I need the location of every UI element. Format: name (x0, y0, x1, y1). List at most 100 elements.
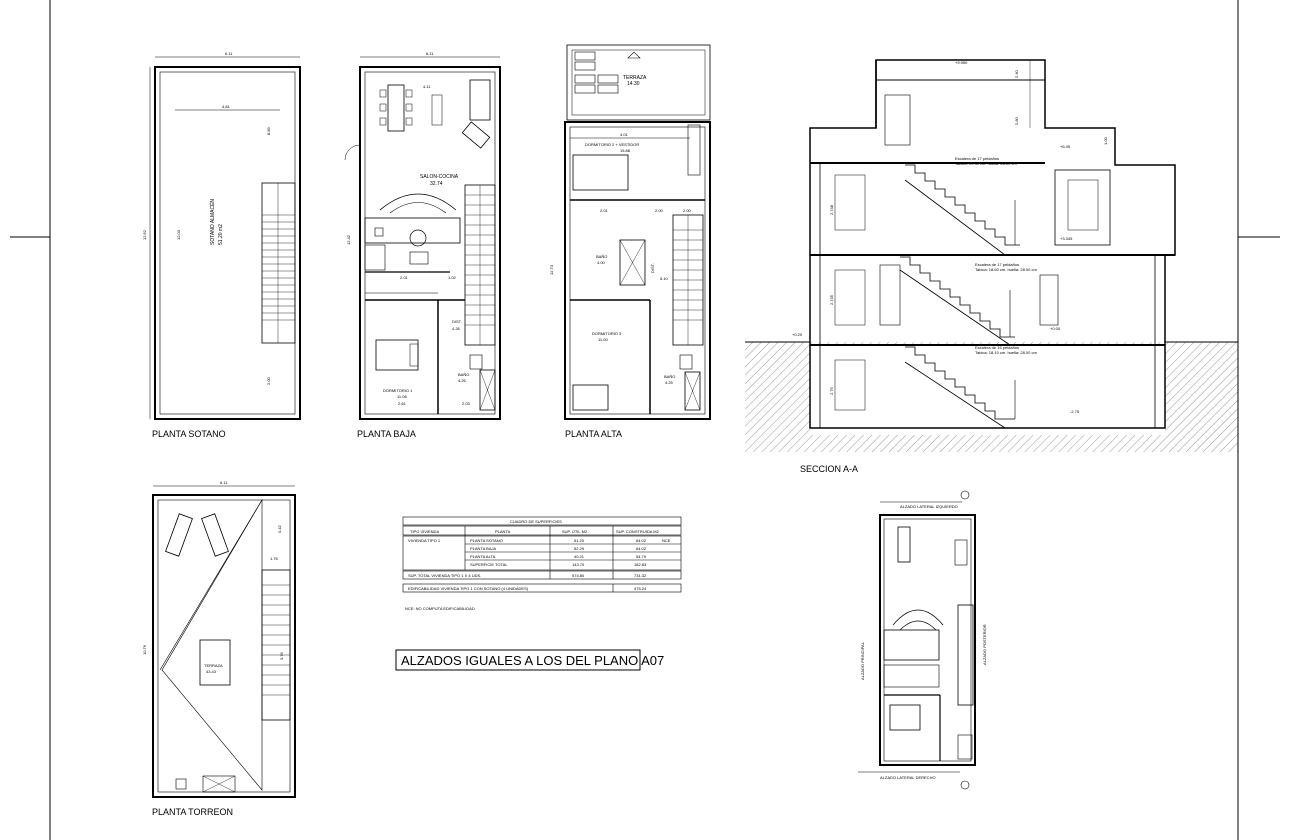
alta-dorm3-area: 11.00 (598, 337, 608, 342)
svg-text:PLANTA BAJA: PLANTA BAJA (470, 546, 496, 551)
svg-text:+6.49: +6.49 (1060, 144, 1071, 149)
svg-text:12.03: 12.03 (176, 229, 181, 240)
baja-salon-name: SALON-COCINA (420, 174, 459, 180)
alta-bano2-name: BAÑO (664, 374, 675, 379)
alta-bano1-name: BAÑO (596, 254, 607, 259)
svg-text:2.01: 2.01 (600, 208, 609, 213)
plan-alta: TERRAZA 14.30 4.01 DORMITORIO 2 + VESTID… (549, 44, 711, 439)
svg-text:2.745: 2.745 (829, 294, 834, 305)
alta-bano2-area: 4.25 (665, 380, 674, 385)
plan-torreon: 6.11 TERRAZA 43.43 1.76 0.42 3.76 10.76 … (142, 480, 296, 817)
svg-text:2.80: 2.80 (1014, 116, 1019, 125)
table-nce-note: NCE: NO COMPUTA EDIFICABILIDAD (405, 606, 475, 611)
alta-bano1-area: 4.00 (597, 260, 606, 265)
svg-text:1.00: 1.00 (1103, 136, 1108, 145)
svg-text:2.03: 2.03 (462, 401, 471, 406)
svg-text:731.32: 731.32 (634, 573, 647, 578)
svg-text:2.00: 2.00 (683, 208, 692, 213)
table-header-construida: SUP. CONSTRUIDA M2 (616, 529, 660, 534)
svg-text:2.00: 2.00 (655, 208, 664, 213)
svg-text:51.20: 51.20 (574, 538, 585, 543)
plan-baja-label: PLANTA BAJA (357, 429, 416, 439)
section-label: SECCION A-A (800, 464, 858, 474)
svg-text:Tabica: 19.30 cm. huella: 28.0: Tabica: 19.30 cm. huella: 28.00 cm (955, 161, 1017, 166)
svg-text:+3.345: +3.345 (1060, 236, 1073, 241)
alzados-note: ALZADOS IGUALES A LOS DEL PLANO A07 (401, 653, 664, 668)
alta-dorm2-name: DORMITORIO 2 + VESTIDOR (585, 142, 639, 147)
svg-text:10.76: 10.76 (142, 644, 147, 655)
svg-text:Tabica: 18.10 cm. huella: 28.0: Tabica: 18.10 cm. huella: 28.00 cm (975, 350, 1037, 355)
alta-terraza-area: 14.30 (627, 81, 640, 87)
table-type: VIVIENDA TIPO 1 (408, 538, 441, 543)
svg-text:2.01: 2.01 (400, 275, 409, 280)
table-header-util: SUP. ÚTIL M2 (562, 529, 588, 534)
sotano-room-name: SOTANO ALMACÉN (209, 199, 216, 245)
svg-text:3.76: 3.76 (279, 651, 284, 660)
stair-note-1: Escalera de 17 peldaños (955, 156, 999, 161)
svg-text:+9.950: +9.950 (955, 60, 968, 65)
svg-text:12.73: 12.73 (549, 264, 554, 275)
plan-sotano: 6.11 4.81 12.62 12.03 8.89 2.00 SOTANO A… (142, 51, 301, 439)
svg-text:4.81: 4.81 (222, 104, 231, 109)
svg-text:8.89: 8.89 (266, 126, 271, 135)
svg-text:-2.75: -2.75 (1070, 409, 1080, 414)
svg-text:+0.00: +0.00 (1050, 326, 1061, 331)
baja-dist-name: DIST. (452, 319, 462, 324)
svg-text:4.01: 4.01 (620, 132, 629, 137)
alta-dist-area: 5.10 (660, 276, 669, 281)
baja-salon-area: 32.74 (430, 181, 443, 187)
baja-dorm1-area: 11.08 (397, 394, 407, 399)
torreon-terraza-name: TERRAZA (204, 663, 223, 668)
svg-text:2.40: 2.40 (1014, 69, 1019, 78)
alta-dorm2-area: 15.88 (620, 148, 631, 153)
surface-table: CUADRO DE SUPERFICIES TIPO VIVIENDA PLAN… (402, 516, 682, 611)
alta-terraza-name: TERRAZA (623, 75, 647, 81)
torreon-terraza-area: 43.43 (206, 669, 217, 674)
svg-text:NCE: NCE (662, 538, 671, 543)
plan-torreon-label: PLANTA TORREON (152, 807, 233, 817)
alta-dorm3-name: DORMITORIO 3 (592, 331, 622, 336)
svg-text:574.80: 574.80 (572, 573, 585, 578)
svg-text:64.02: 64.02 (636, 538, 647, 543)
table-total-label: SUP. TOTAL VIVIENDA TIPO 1 X 4 UDS. (408, 573, 481, 578)
table-edif-label: EDIFICABILIDAD VIVIENDA TIPO 1 CON SOTAN… (408, 586, 529, 591)
svg-text:2.748: 2.748 (829, 204, 834, 215)
alzado-left-label: ALZADO PRINCIPAL (860, 641, 865, 680)
baja-bano-name: BAÑO (458, 372, 469, 377)
alta-dist-name: DIST. (650, 263, 655, 273)
table-header-tipo: TIPO VIVIENDA (410, 529, 439, 534)
svg-text:1.76: 1.76 (270, 556, 279, 561)
plan-sotano-label: PLANTA SOTANO (152, 429, 226, 439)
svg-text:SUPERFICIE TOTAL: SUPERFICIE TOTAL (470, 562, 508, 567)
svg-text:143.70: 143.70 (572, 562, 585, 567)
svg-text:2.75: 2.75 (829, 386, 834, 395)
stair-note-2: Escalera de 17 peldaños (975, 262, 1019, 267)
svg-text:PLANTA ALTA: PLANTA ALTA (470, 554, 496, 559)
svg-text:4.11: 4.11 (423, 84, 431, 89)
section-aa: Escalera de 17 peldaños Tabica: 19.30 cm… (745, 59, 1238, 474)
svg-text:52.29: 52.29 (574, 546, 585, 551)
baja-bano-area: 4.26 (458, 378, 467, 383)
elevation-plan: ALZADO LATERAL IZQUIERDO ALZADO LATERAL … (858, 490, 987, 790)
svg-text:64.02: 64.02 (636, 546, 647, 551)
baja-dorm1-name: DORMITORIO 1 (383, 388, 413, 393)
svg-text:PLANTA SOTANO: PLANTA SOTANO (470, 538, 503, 543)
svg-text:54.79: 54.79 (636, 554, 647, 559)
svg-text:6.11: 6.11 (225, 51, 233, 56)
svg-text:12.42: 12.42 (346, 234, 351, 245)
svg-text:6.11: 6.11 (220, 480, 228, 485)
svg-text:182.83: 182.83 (634, 562, 647, 567)
table-header-planta: PLANTA (495, 529, 511, 534)
alzado-bottom-label: ALZADO LATERAL DERECHO (880, 775, 936, 780)
svg-text:40.21: 40.21 (574, 554, 585, 559)
svg-text:475.24: 475.24 (634, 586, 647, 591)
svg-text:2.00: 2.00 (266, 376, 271, 385)
stair-note-3: Escalera de 16 peldaños (975, 345, 1019, 350)
svg-text:6.11: 6.11 (426, 51, 434, 56)
svg-text:1.02: 1.02 (448, 275, 457, 280)
svg-text:+0.20: +0.20 (792, 332, 803, 337)
svg-text:2.61: 2.61 (398, 401, 407, 406)
alzados-note-box: ALZADOS IGUALES A LOS DEL PLANO A07 (395, 649, 664, 671)
alzado-right-label: ALZADO POSTERIOR (982, 624, 987, 665)
